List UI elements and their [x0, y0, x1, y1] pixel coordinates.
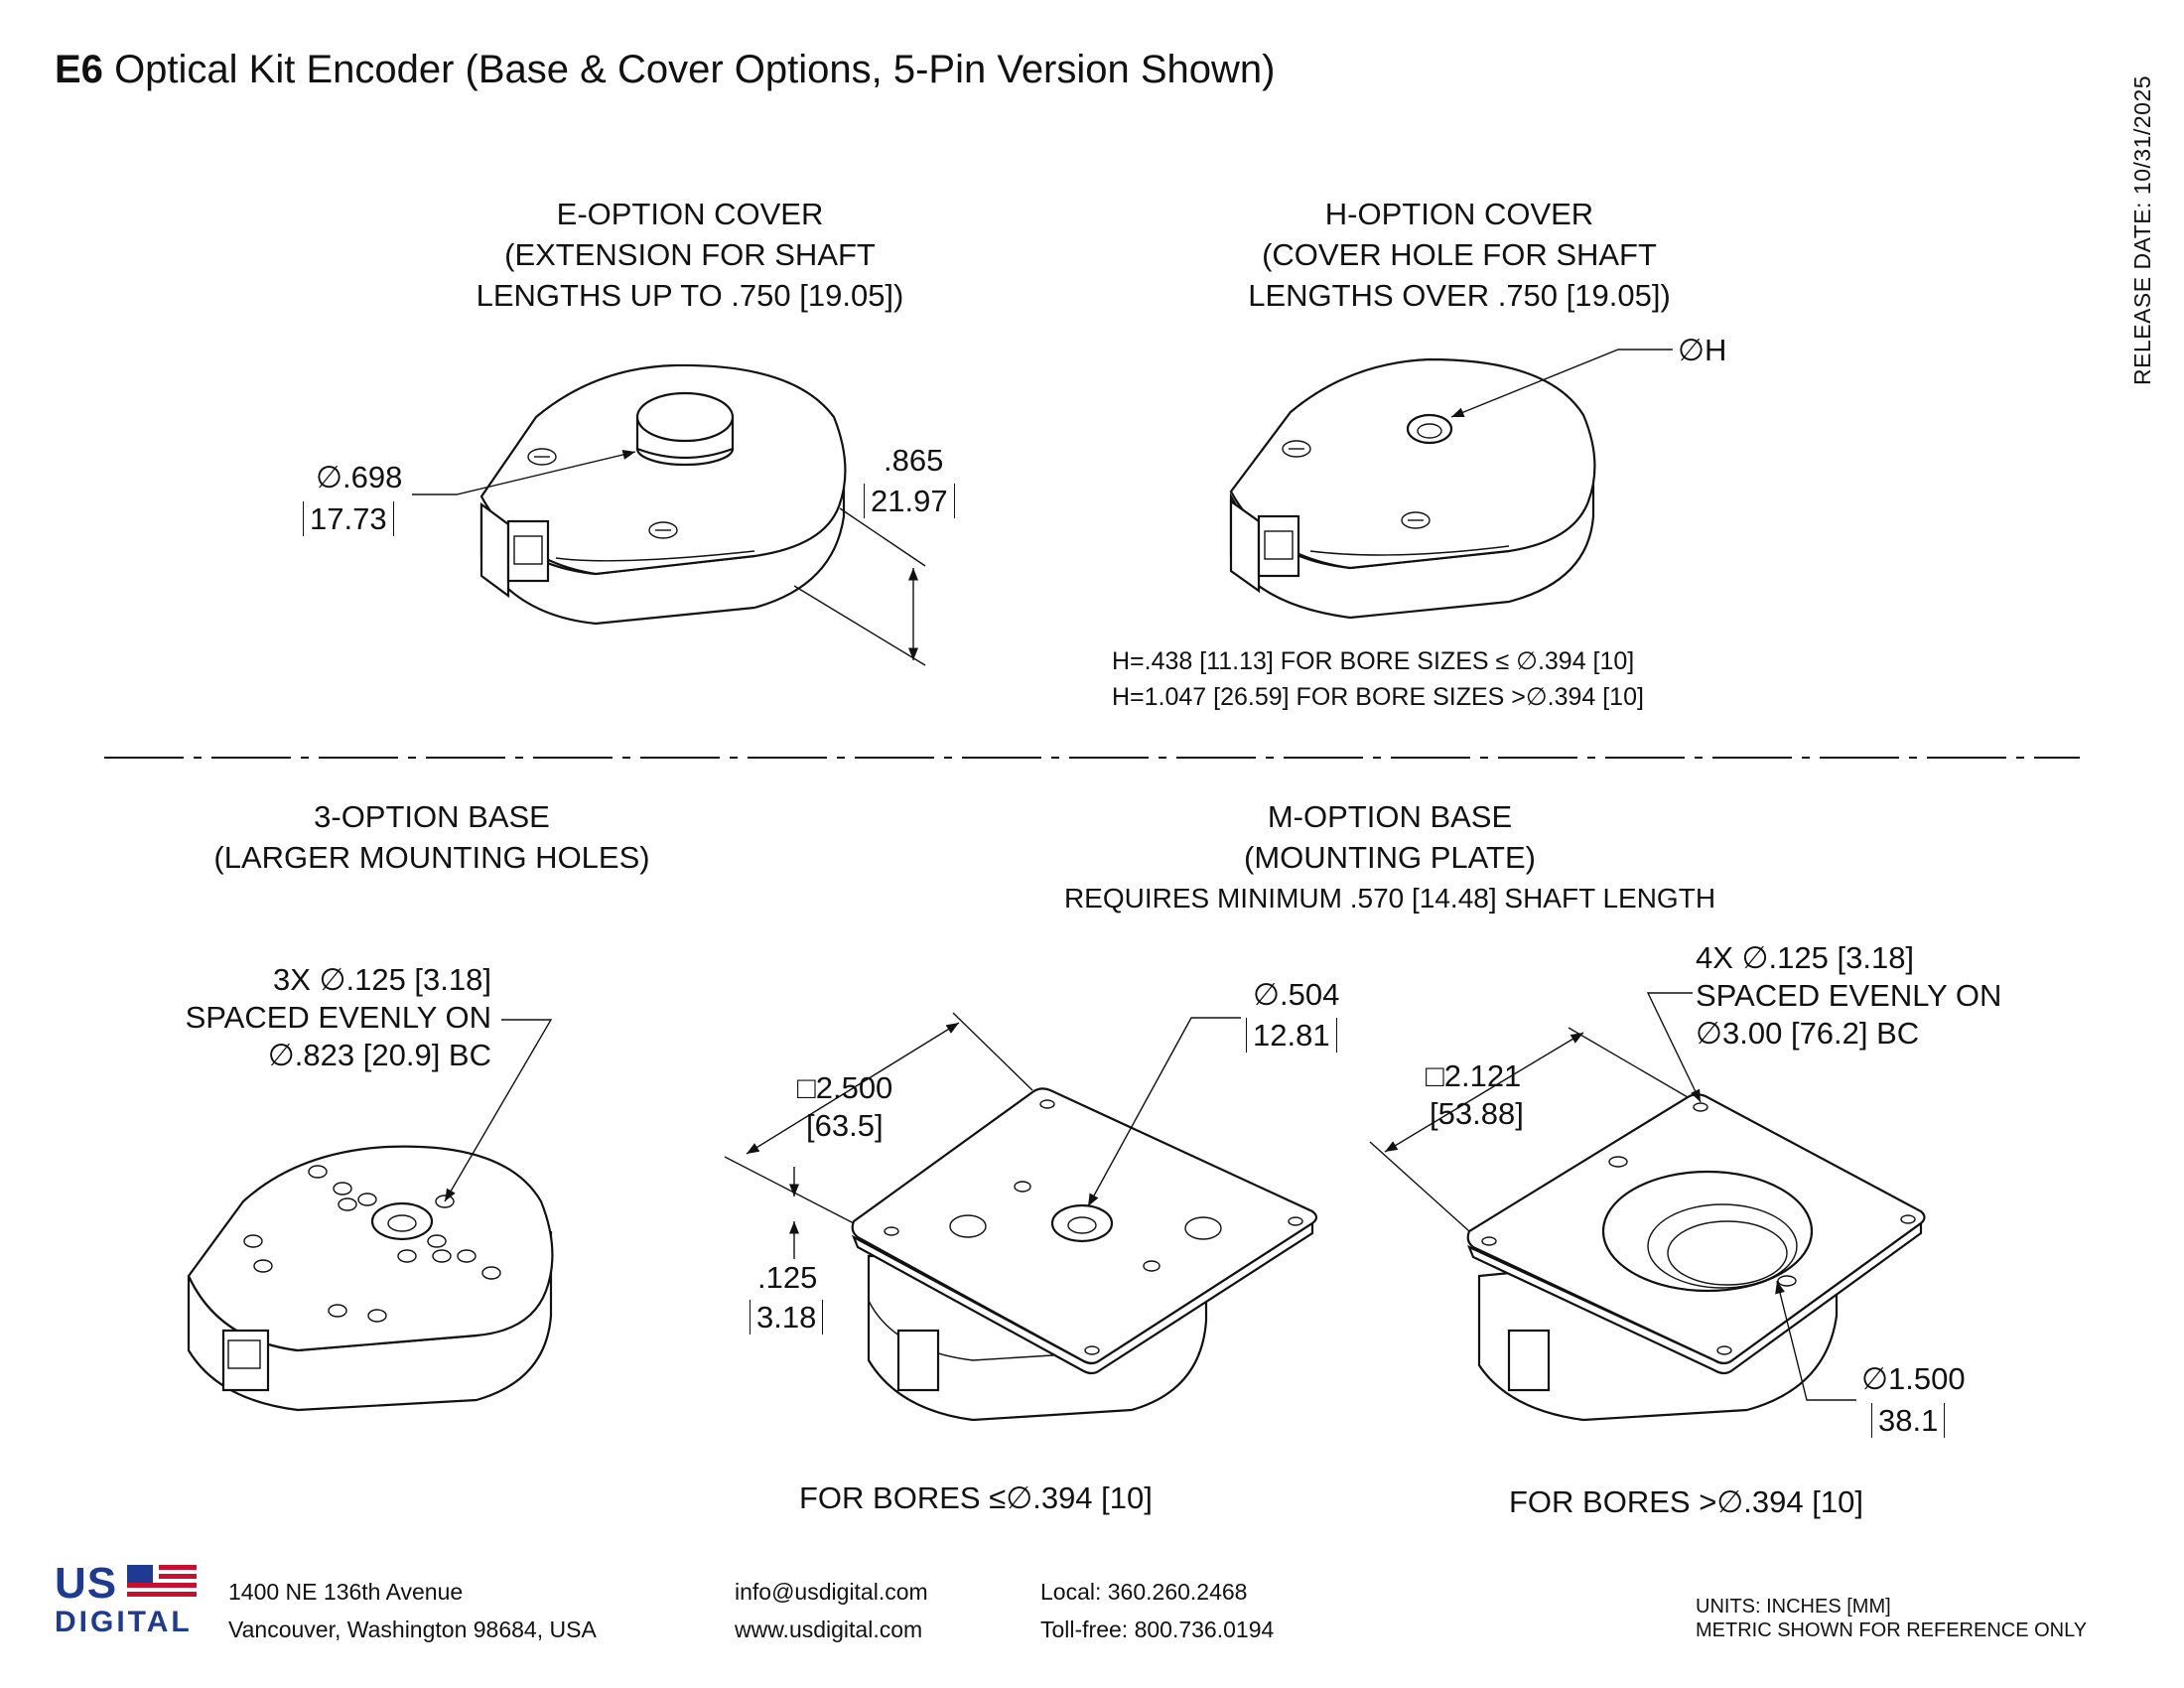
e-option-height-mm: 21.97 — [864, 483, 955, 520]
m-option-small-dimension-lines — [724, 1012, 1241, 1259]
footer-web: info@usdigital.com www.usdigital.com — [735, 1573, 928, 1648]
h-option-encoder-drawing — [1229, 357, 1596, 620]
m-large-square-mm: [53.88] — [1430, 1096, 1524, 1131]
m-large-hole-note: 4X ∅.125 [3.18] SPACED EVENLY ON ∅3.00 [… — [1696, 940, 2002, 1051]
m-small-bore-mm: 12.81 — [1246, 1017, 1337, 1055]
m-small-square-in: □2.500 — [797, 1070, 893, 1105]
m-large-bore-mm: 38.1 — [1871, 1402, 1946, 1440]
footer-units: UNITS: INCHES [MM] METRIC SHOWN FOR REFE… — [1696, 1596, 2088, 1641]
e-option-caption: E-OPTION COVER (EXTENSION FOR SHAFT LENG… — [476, 197, 904, 313]
m-option-large-dimension-lines — [1369, 992, 1856, 1401]
h-option-caption: H-OPTION COVER (COVER HOLE FOR SHAFT LEN… — [1248, 197, 1671, 313]
logo-wordmark-digital: DIGITAL — [55, 1606, 193, 1638]
three-option-caption: 3-OPTION BASE (LARGER MOUNTING HOLES) — [213, 799, 650, 875]
m-small-caption: FOR BORES ≤∅.394 [10] — [799, 1480, 1153, 1515]
footer-phone: Local: 360.260.2468 Toll-free: 800.736.0… — [1040, 1579, 1275, 1642]
e-option-encoder-drawing — [479, 363, 847, 626]
three-option-dimension-lines — [444, 1019, 553, 1202]
footer-address: 1400 NE 136th Avenue Vancouver, Washingt… — [228, 1579, 597, 1642]
h-option-notes: H=.438 [11.13] FOR BORE SIZES ≤ ∅.394 [1… — [1112, 647, 1644, 711]
e-option-diameter-mm: 17.73 — [303, 500, 394, 538]
page-title: E6 Optical Kit Encoder (Base & Cover Opt… — [55, 48, 1276, 91]
m-large-bore-in: ∅1.500 — [1861, 1361, 1966, 1396]
three-option-hole-note: 3X ∅.125 [3.18] SPACED EVENLY ON ∅.823 [… — [185, 962, 491, 1072]
e-option-dimension-lines — [412, 450, 926, 666]
m-large-caption: FOR BORES >∅.394 [10] — [1509, 1484, 1863, 1519]
h-option-diameter-label: ∅H — [1678, 333, 1727, 367]
three-option-encoder-drawing — [187, 1145, 554, 1412]
m-small-bore-in: ∅.504 — [1253, 977, 1340, 1012]
h-option-dimension-lines — [1450, 349, 1673, 418]
m-small-square-mm: [63.5] — [806, 1108, 884, 1143]
m-small-thickness-mm: 3.18 — [750, 1299, 824, 1336]
m-option-large-encoder-drawing — [1466, 1093, 1926, 1422]
e-option-diameter-in: ∅.698 — [316, 460, 403, 494]
release-date: RELEASE DATE: 10/31/2025 — [2129, 74, 2155, 385]
us-flag-logo-icon — [127, 1565, 197, 1597]
m-small-thickness-in: .125 — [757, 1260, 818, 1295]
email-link[interactable]: info@usdigital.com — [735, 1579, 928, 1605]
m-option-caption: M-OPTION BASE (MOUNTING PLATE) REQUIRES … — [1063, 799, 1716, 914]
e-option-height-in: .865 — [884, 443, 944, 478]
website-link[interactable]: www.usdigital.com — [735, 1617, 923, 1642]
logo-wordmark-us: US — [55, 1559, 118, 1608]
m-large-square-in: □2.121 — [1426, 1058, 1522, 1093]
m-option-small-encoder-drawing — [851, 1087, 1318, 1422]
